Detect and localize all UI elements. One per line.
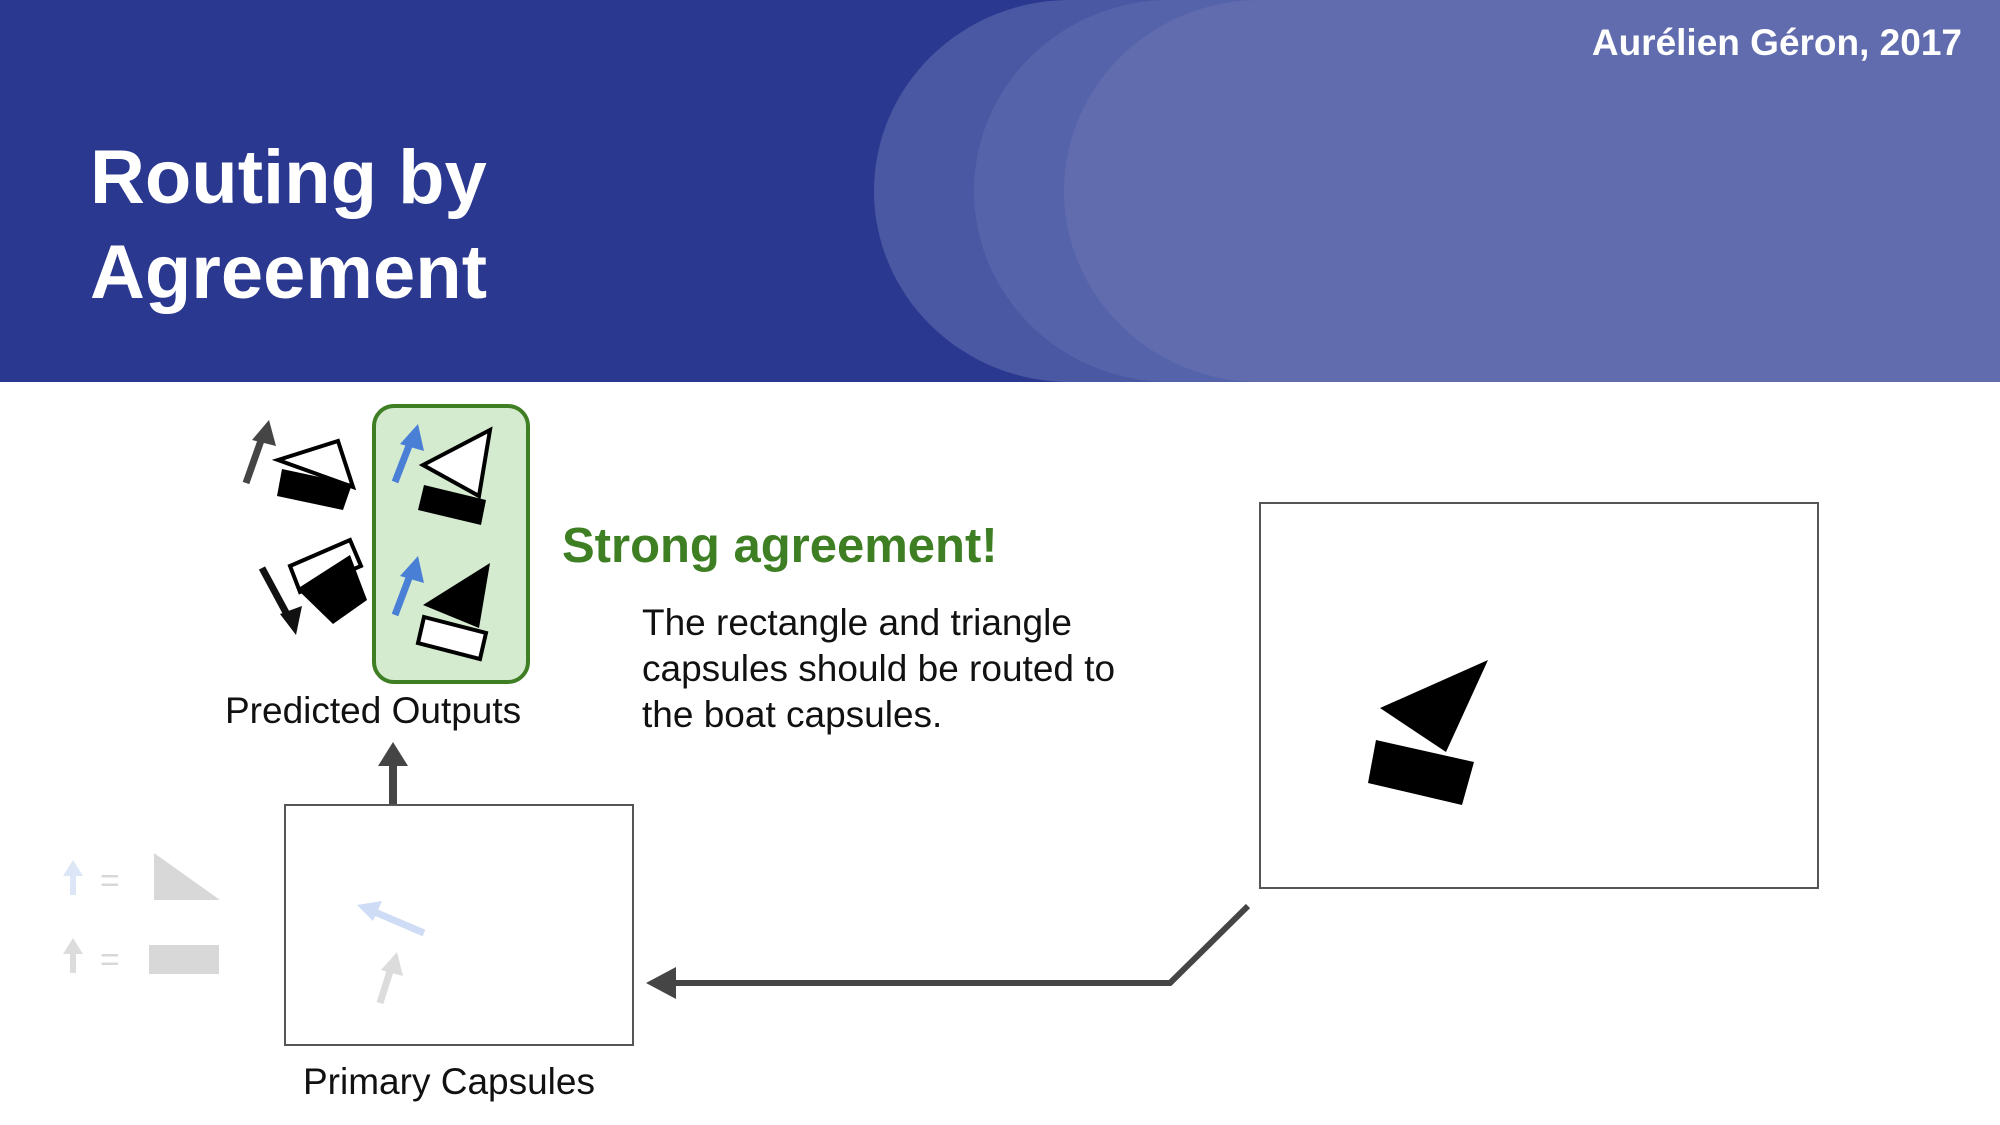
- boat-icon: [418, 426, 493, 525]
- triangle-icon: [154, 853, 220, 900]
- arrow-icon: [391, 556, 424, 617]
- prediction-triangle-capsule: [258, 537, 367, 635]
- rectangle-icon: [149, 945, 219, 974]
- agreement-heading: Strong agreement!: [562, 519, 998, 573]
- primary-capsules-box: [284, 804, 634, 1046]
- legend-equals: =: [100, 862, 120, 900]
- agreement-description: The rectangle and triangle capsules shou…: [642, 600, 1115, 738]
- boat-icon: [1368, 660, 1488, 805]
- arrow-icon: [258, 566, 302, 635]
- prediction-rect-capsule: [242, 420, 357, 510]
- legend: [63, 853, 220, 974]
- author-credit: Aurélien Géron, 2017: [1591, 22, 1962, 63]
- arrow-icon: [376, 952, 403, 1005]
- boat-icon: [415, 563, 490, 662]
- input-image-box: [1259, 502, 1819, 889]
- boat-icon: [271, 438, 357, 510]
- routing-connector: [665, 903, 1251, 986]
- legend-equals: =: [100, 941, 120, 979]
- arrow-icon: [357, 901, 426, 937]
- primary-capsules-label: Primary Capsules: [303, 1061, 595, 1102]
- up-arrow-head: [378, 742, 408, 766]
- description-line: the boat capsules.: [642, 694, 943, 735]
- header-banner: [0, 0, 2000, 382]
- routing-connector-head: [646, 967, 676, 999]
- arrow-icon: [391, 424, 424, 484]
- predicted-outputs-label: Predicted Outputs: [225, 690, 522, 731]
- arrow-icon: [63, 938, 83, 973]
- arrow-icon: [242, 420, 276, 485]
- arrow-icon: [63, 860, 83, 895]
- slide-title: Routing by Agreement: [90, 130, 790, 320]
- title-line: Routing by: [90, 135, 487, 220]
- description-line: The rectangle and triangle: [642, 602, 1072, 643]
- title-line: Agreement: [90, 230, 487, 315]
- boat-icon: [287, 537, 367, 624]
- agreement-box: [372, 404, 530, 684]
- description-line: capsules should be routed to: [642, 648, 1116, 689]
